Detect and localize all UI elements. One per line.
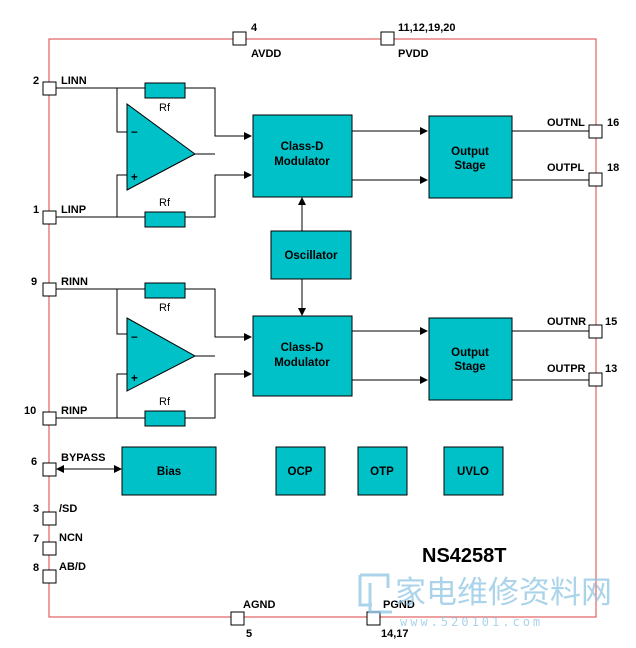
pin-number: 2 xyxy=(33,75,39,87)
pin-abd xyxy=(42,569,57,584)
pin-number: 9 xyxy=(31,276,37,288)
oscillator xyxy=(270,230,352,280)
pin-outpr xyxy=(588,372,603,387)
pin-linp xyxy=(42,210,57,225)
pin-number: 13 xyxy=(605,363,617,375)
pin-name: LINP xyxy=(61,204,86,216)
watermark-url: www.520101.com xyxy=(400,615,543,629)
ocp-block xyxy=(275,446,326,496)
pin-number: 5 xyxy=(246,628,252,640)
bias-label: Bias xyxy=(157,466,181,478)
otp-label: OTP xyxy=(370,466,394,478)
op-amp-plus: + xyxy=(131,373,138,385)
watermark: 家电维修资料网 www.520101.com xyxy=(358,573,612,629)
feedback-resistor xyxy=(144,410,186,427)
pin-name: AGND xyxy=(243,599,275,611)
pin-name: /SD xyxy=(59,503,77,515)
ocp-label: OCP xyxy=(288,466,313,478)
resistor-label: Rf xyxy=(159,302,171,314)
resistor-label: Rf xyxy=(159,396,171,408)
pin-ncn xyxy=(42,541,57,556)
pin-number: 14,17 xyxy=(381,628,409,640)
uvlo-block xyxy=(443,446,504,496)
pin-number: 10 xyxy=(24,405,36,417)
uvlo-label: UVLO xyxy=(457,466,489,478)
output-stage-label: Output xyxy=(451,347,489,359)
pin-outnl xyxy=(588,124,603,139)
output-stage xyxy=(428,115,513,199)
pin-name: RINP xyxy=(61,405,87,417)
modulator-label: Modulator xyxy=(274,357,330,369)
pin-name: OUTPL xyxy=(547,162,585,174)
pin-pgnd xyxy=(366,611,381,626)
pin-number: 11,12,19,20 xyxy=(398,22,456,34)
pin-number: 7 xyxy=(33,533,39,545)
pin-bypass xyxy=(42,462,57,477)
pin-outpl xyxy=(588,172,603,187)
pin-number: 16 xyxy=(607,117,619,129)
modulator-label: Class-D xyxy=(281,342,324,354)
op-amp xyxy=(126,103,196,191)
feedback-resistor xyxy=(144,282,186,299)
output-stage-label: Stage xyxy=(454,361,485,373)
pin-avdd xyxy=(232,31,247,46)
op-amp xyxy=(126,317,197,392)
pin-number: 15 xyxy=(605,316,617,328)
pin-sd xyxy=(42,511,57,526)
pin-name: RINN xyxy=(61,276,88,288)
pin-outnr xyxy=(588,324,603,339)
class-d-modulator xyxy=(252,315,353,397)
right-channel: Rf Rf − + Class-D Modulator Output Stage xyxy=(56,282,589,427)
pin-rinn xyxy=(42,282,57,297)
pin-number: 18 xyxy=(607,162,619,174)
watermark-text: 家电维修资料网 xyxy=(395,575,612,611)
pin-name: OUTNR xyxy=(547,316,586,328)
pin-name: AB/D xyxy=(59,561,86,573)
output-stage xyxy=(428,317,513,401)
left-channel: Rf Rf − + Class-D Modulator Output Stage xyxy=(56,82,589,228)
output-stage-label: Stage xyxy=(454,160,485,172)
bias-block xyxy=(121,446,217,496)
feedback-resistor xyxy=(144,82,186,99)
feedback-resistor xyxy=(144,211,186,228)
pin-name: PVDD xyxy=(398,48,429,60)
pin-linn xyxy=(42,81,57,96)
pin-number: 4 xyxy=(251,22,258,34)
pin-name: NCN xyxy=(59,532,83,544)
resistor-label: Rf xyxy=(159,197,171,209)
output-stage-label: Output xyxy=(451,146,489,158)
pin-number: 8 xyxy=(33,562,39,574)
pin-name: AVDD xyxy=(251,48,281,60)
pin-pvdd xyxy=(380,31,395,46)
pin-name: LINN xyxy=(61,75,87,87)
op-amp-minus: − xyxy=(131,127,138,139)
op-amp-plus: + xyxy=(131,172,138,184)
modulator-label: Class-D xyxy=(281,141,324,153)
pin-name: OUTPR xyxy=(547,363,586,375)
pin-agnd xyxy=(230,611,245,626)
pin-rinp xyxy=(42,411,57,426)
otp-block xyxy=(357,446,408,496)
oscillator-label: Oscillator xyxy=(284,250,338,262)
op-amp-minus: − xyxy=(131,332,138,344)
watermark-logo xyxy=(358,573,392,614)
pin-number: 3 xyxy=(33,503,39,515)
resistor-label: Rf xyxy=(159,102,171,114)
pin-name: BYPASS xyxy=(61,452,105,464)
modulator-label: Modulator xyxy=(274,156,330,168)
pin-name: OUTNL xyxy=(547,117,585,129)
class-d-modulator xyxy=(252,114,353,198)
pin-number: 6 xyxy=(31,456,37,468)
chip-name: NS4258T xyxy=(422,545,507,567)
pin-number: 1 xyxy=(33,204,39,216)
pin-name: PGND xyxy=(383,599,415,611)
